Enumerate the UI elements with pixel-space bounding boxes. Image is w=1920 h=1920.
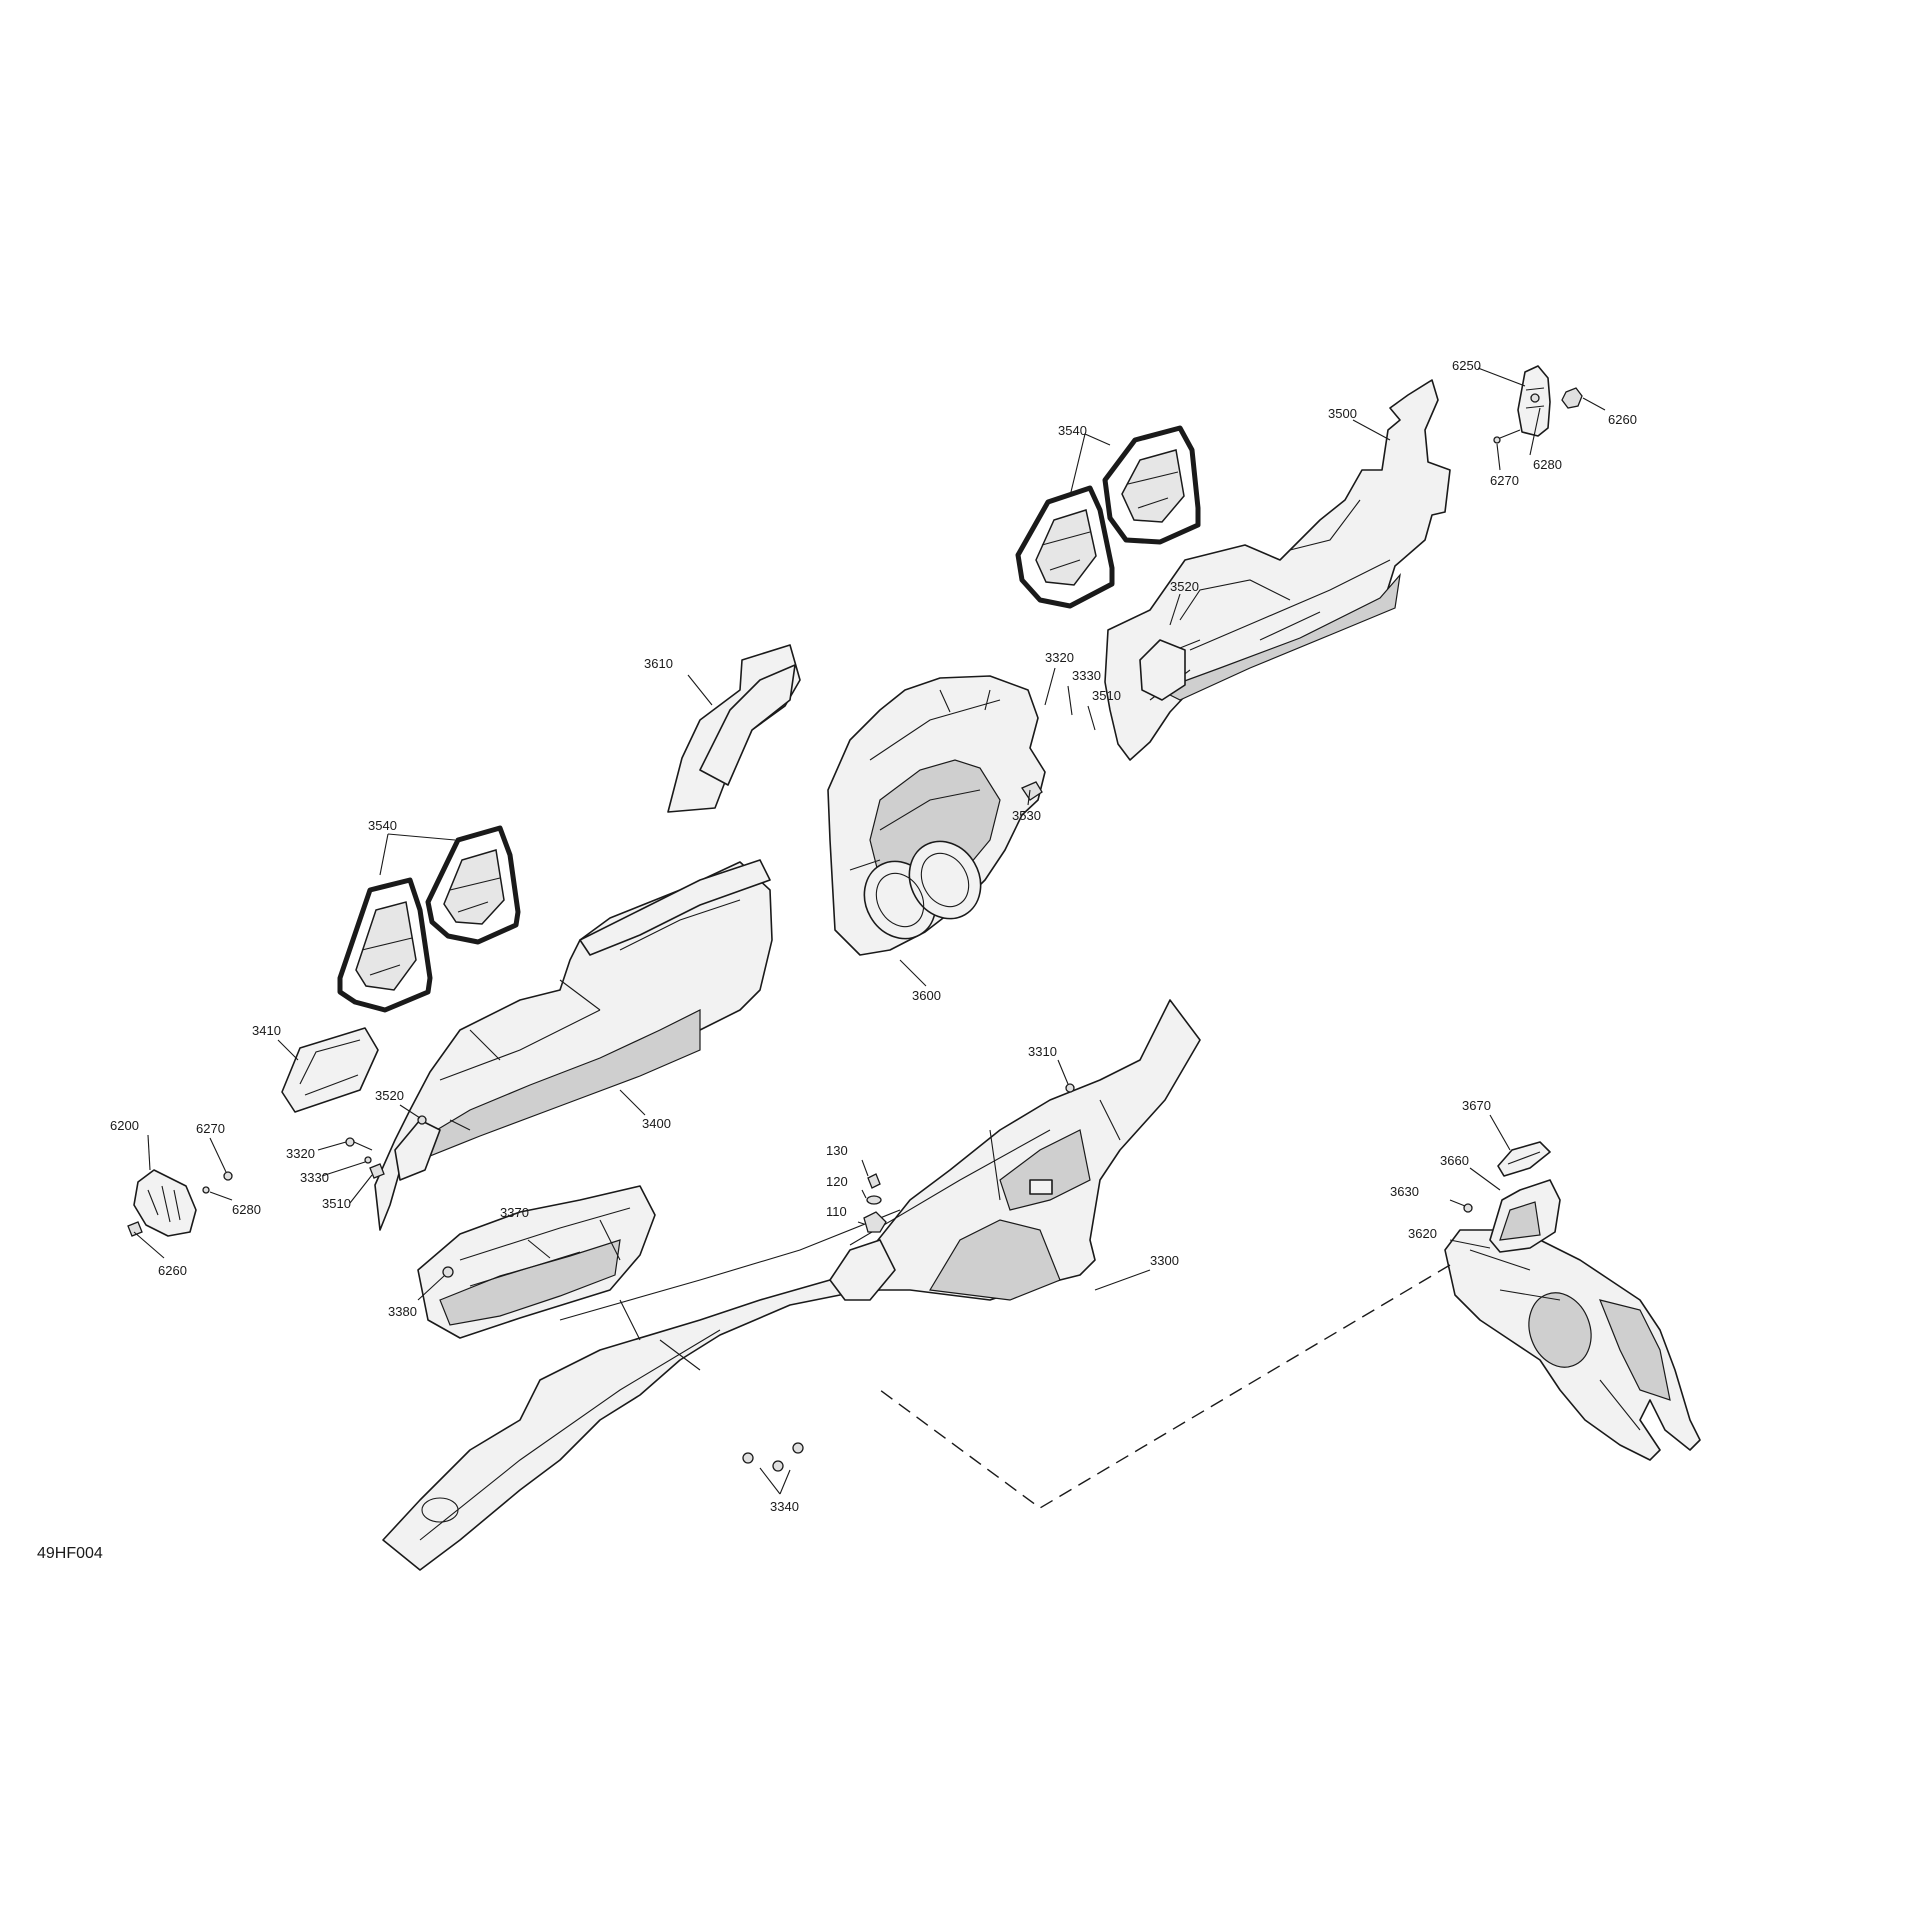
part-6270-screw-a <box>1493 429 1521 444</box>
part-110-mount <box>863 1211 887 1233</box>
label-3520-b: 3520 <box>375 1088 404 1103</box>
label-3520-a: 3520 <box>1170 579 1199 594</box>
label-3330-a: 3330 <box>1072 668 1101 683</box>
label-3630: 3630 <box>1390 1184 1419 1199</box>
part-3630-screw <box>1463 1203 1473 1213</box>
label-3540-b: 3540 <box>368 818 397 833</box>
part-3540-pad-upper-left <box>1015 485 1115 609</box>
label-3410: 3410 <box>252 1023 281 1038</box>
assembly-dashline <box>879 1264 1451 1509</box>
label-6280-b: 6280 <box>232 1202 261 1217</box>
label-3510-a: 3510 <box>1092 688 1121 703</box>
label-6270-a: 6270 <box>1490 473 1519 488</box>
label-3330-b: 3330 <box>300 1170 329 1185</box>
part-3620-floor-piece <box>1444 1229 1701 1461</box>
label-3320-a: 3320 <box>1045 650 1074 665</box>
label-6200: 6200 <box>110 1118 139 1133</box>
part-3380-screw <box>442 1266 454 1278</box>
part-3370-storage-bin <box>417 1185 656 1339</box>
part-6260-nut-b <box>127 1221 143 1237</box>
part-3510-nut-b <box>369 1163 385 1179</box>
label-3340: 3340 <box>770 1499 799 1514</box>
part-3600-air-duct <box>827 675 1046 956</box>
part-3610-panel <box>667 644 801 813</box>
label-3310: 3310 <box>1028 1044 1057 1059</box>
part-130-bolt <box>867 1173 881 1189</box>
part-3670-clip <box>1497 1141 1551 1177</box>
part-3340-fasteners <box>742 1442 804 1472</box>
label-120: 120 <box>826 1174 848 1189</box>
label-3610: 3610 <box>644 656 673 671</box>
part-6250-bracket <box>1517 365 1551 437</box>
label-130: 130 <box>826 1143 848 1158</box>
part-6260-nut-a <box>1561 387 1583 409</box>
part-3320-screw-b <box>345 1137 373 1151</box>
part-3410-filter <box>281 1027 379 1113</box>
label-6280-a: 6280 <box>1533 457 1562 472</box>
part-3500-console-panel <box>1104 379 1451 761</box>
label-3530: 3530 <box>1012 808 1041 823</box>
callout-labels: 6250 6260 3500 6280 6270 3540 3520 3320 … <box>37 358 1637 1562</box>
label-3510-b: 3510 <box>322 1196 351 1211</box>
label-6260-a: 6260 <box>1608 412 1637 427</box>
label-3400: 3400 <box>642 1116 671 1131</box>
label-3320-b: 3320 <box>286 1146 315 1161</box>
label-3540-a: 3540 <box>1058 423 1087 438</box>
label-3600: 3600 <box>912 988 941 1003</box>
part-3310-clip <box>1065 1083 1075 1093</box>
figure-reference: 49HF004 <box>37 1545 103 1562</box>
label-3670: 3670 <box>1462 1098 1491 1113</box>
label-6270-b: 6270 <box>196 1121 225 1136</box>
part-6200-bracket <box>133 1169 197 1237</box>
part-120-washer <box>866 1195 882 1205</box>
label-3300: 3300 <box>1150 1253 1179 1268</box>
label-3660: 3660 <box>1440 1153 1469 1168</box>
label-3380: 3380 <box>388 1304 417 1319</box>
label-3370: 3370 <box>500 1205 529 1220</box>
part-3540-pad-upper-right <box>1102 425 1201 545</box>
part-3540-pad-lower-right <box>425 825 521 945</box>
part-3530-clip <box>1021 781 1043 801</box>
label-6260-b: 6260 <box>158 1263 187 1278</box>
part-3300-center-tunnel <box>382 999 1201 1571</box>
part-3540-pad-lower-left <box>337 877 433 1013</box>
label-3500: 3500 <box>1328 406 1357 421</box>
part-3330-washer-b <box>364 1156 372 1164</box>
part-3660-cover <box>1489 1179 1561 1253</box>
label-110: 110 <box>826 1204 847 1219</box>
label-6250: 6250 <box>1452 358 1481 373</box>
label-3620: 3620 <box>1408 1226 1437 1241</box>
leader-lines <box>133 367 1606 1495</box>
part-6280-washer-b <box>202 1186 210 1194</box>
part-6270-screw-b <box>223 1171 233 1181</box>
part-3400-console-panel <box>374 859 773 1231</box>
